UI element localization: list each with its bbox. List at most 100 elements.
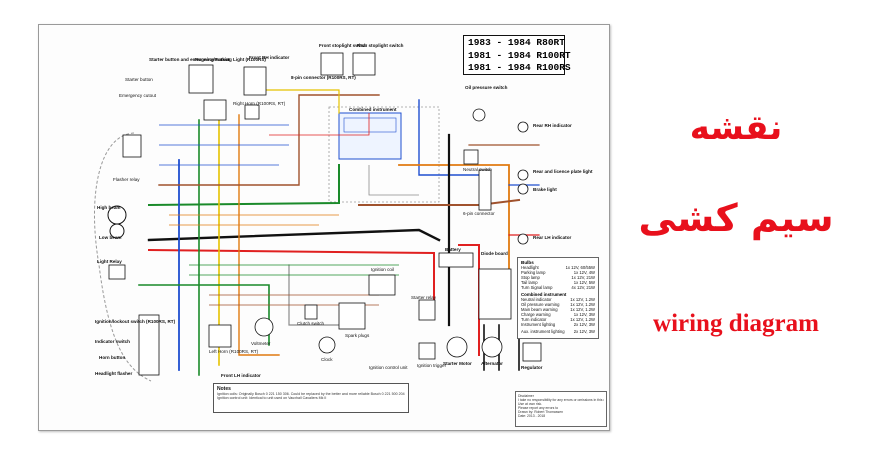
persian-title-line-2: سیم کشی (638, 196, 834, 240)
model-line-3: 1981 - 1984 R100RS (468, 62, 571, 73)
yellow-harness-top (248, 89, 340, 114)
label-front-stoplight-switch: Front stoplight switch (319, 43, 367, 48)
instrument-display (343, 117, 397, 133)
front-stoplight-switch-box (320, 52, 344, 76)
label-rear-licence-plate-light: Rear and licence plate light (533, 169, 593, 174)
label-horn-button: Horn button (99, 355, 126, 360)
label-starter-relay: Starter relay (411, 295, 437, 300)
regulator-box (522, 342, 542, 362)
label-high-beam: High beam (97, 205, 121, 210)
label-regulator: Regulator (521, 365, 543, 370)
label-spark-plugs: Spark plugs (345, 333, 370, 338)
model-line-2: 1981 - 1984 R100RT (468, 49, 571, 61)
black-harness-main (147, 228, 441, 242)
label-left-horn: Left Horn (R100RS, RT) (209, 349, 259, 354)
instrument-bulbs-title: Combined instrument (521, 292, 567, 297)
label-six-pin-connector: 6-pin connector (463, 211, 495, 216)
ignition-trigger-box (418, 342, 436, 360)
label-diode-board: Diode board (481, 251, 508, 256)
oil-pressure-switch (472, 108, 486, 122)
starter-motor-symbol (446, 336, 468, 358)
label-running-parking-light: Running/Parking Light (R100RS) (195, 57, 266, 62)
label-front-rh-indicator: Front RH indicator (249, 55, 290, 60)
instrument-group-outline (328, 106, 440, 203)
notes-line-2: Ignition control unit: Identical to unit… (217, 396, 327, 401)
alternator-symbol (481, 336, 503, 358)
blue-harness-right (418, 99, 480, 176)
disclaimer-box: Disclaimer I take no responsibility for … (515, 391, 607, 427)
model-line-1: 1983 - 1984 R80RT (468, 37, 565, 48)
label-combined-instrument: Combined instrument (349, 107, 397, 112)
wiring-diagram-sheet: 1983 - 1984 R80RT 1981 - 1984 R100RT 198… (38, 24, 610, 431)
bulb-table-title: Bulbs (521, 260, 534, 265)
wiring-diagram-drawing (94, 52, 542, 382)
label-alternator: Alternator (481, 361, 503, 366)
label-clutch-switch: Clutch switch (297, 321, 325, 326)
flasher-relay-box (122, 134, 142, 158)
six-pin-connector-box (478, 169, 492, 211)
model-years-box: 1983 - 1984 R80RT 1981 - 1984 R100RT 198… (463, 35, 571, 75)
thin-grey-wires (368, 165, 419, 196)
label-ignition-trigger: Ignition trigger (417, 363, 447, 368)
label-eight-pin-connector: 8-pin connector (R100RS, RT) (291, 75, 356, 80)
notes-box: Notes Ignition coils: Originally Bosch 0… (213, 383, 409, 413)
label-ignition-coil: Ignition coil (371, 267, 394, 272)
ignition-control-unit-box (338, 302, 366, 330)
thin-orange-wires (169, 214, 339, 226)
disclaimer-line: Disclaimer (518, 394, 534, 398)
starter-relay-box (418, 299, 436, 321)
orange-harness-right (398, 164, 510, 276)
label-voltmeter: Voltmeter (251, 341, 271, 346)
notes-title: Notes (217, 386, 231, 392)
starter-switch-box (188, 64, 214, 94)
disclaimer-line: Please report any errors to (518, 406, 559, 411)
english-title: wiring diagram (653, 310, 819, 337)
diode-board-box (478, 268, 512, 320)
disclaimer-line: Drawn by: Robert Thomassen (518, 410, 563, 415)
thin-red-wires (269, 113, 370, 136)
starter-button-box (203, 99, 227, 121)
disclaimer-line: Use at own risk. (518, 402, 543, 407)
handlebar-switch-box (138, 314, 160, 376)
notes-line-1: Ignition coils: Originally Bosch 0 221 1… (217, 392, 405, 396)
label-rear-stoplight-switch: Rear stoplight switch (357, 43, 404, 48)
ignition-coil-box (368, 274, 396, 296)
headlight-group-outline (94, 132, 152, 382)
clock-dial (318, 336, 336, 354)
label-front-lh-indicator: Front LH indicator (221, 373, 261, 378)
right-horn-box (244, 104, 260, 120)
thin-green-wires (189, 264, 399, 276)
rear-rh-indicator-lamp (517, 121, 529, 133)
green-harness-main (147, 164, 340, 207)
rear-stoplight-switch-box (352, 52, 376, 76)
label-light-relay: Light Relay (97, 259, 122, 264)
orange-harness-left (238, 114, 280, 356)
label-flasher-relay: Flasher relay (113, 177, 140, 182)
label-indicator-switch: Indicator switch (95, 339, 130, 344)
grey-harness-mid (288, 264, 340, 326)
label-low-beam: Low beam (99, 235, 122, 240)
neutral-switch-box (463, 149, 479, 165)
label-rear-lh-indicator: Rear LH indicator (533, 235, 572, 240)
disclaimer-line: Date: 2013 - 2018 (518, 414, 546, 419)
label-oil-pressure-switch: Oil pressure switch (465, 85, 508, 90)
label-ignition-lockout-switch: Ignition/lockout switch (R100RS, RT) (95, 319, 176, 324)
clutch-switch-box (304, 304, 318, 320)
brake-light-lamp (517, 183, 529, 195)
red-harness-main (147, 248, 435, 316)
rear-light-lamp (517, 169, 529, 181)
label-starter-motor: Starter Motor (443, 361, 472, 366)
low-beam-lamp (109, 223, 125, 239)
